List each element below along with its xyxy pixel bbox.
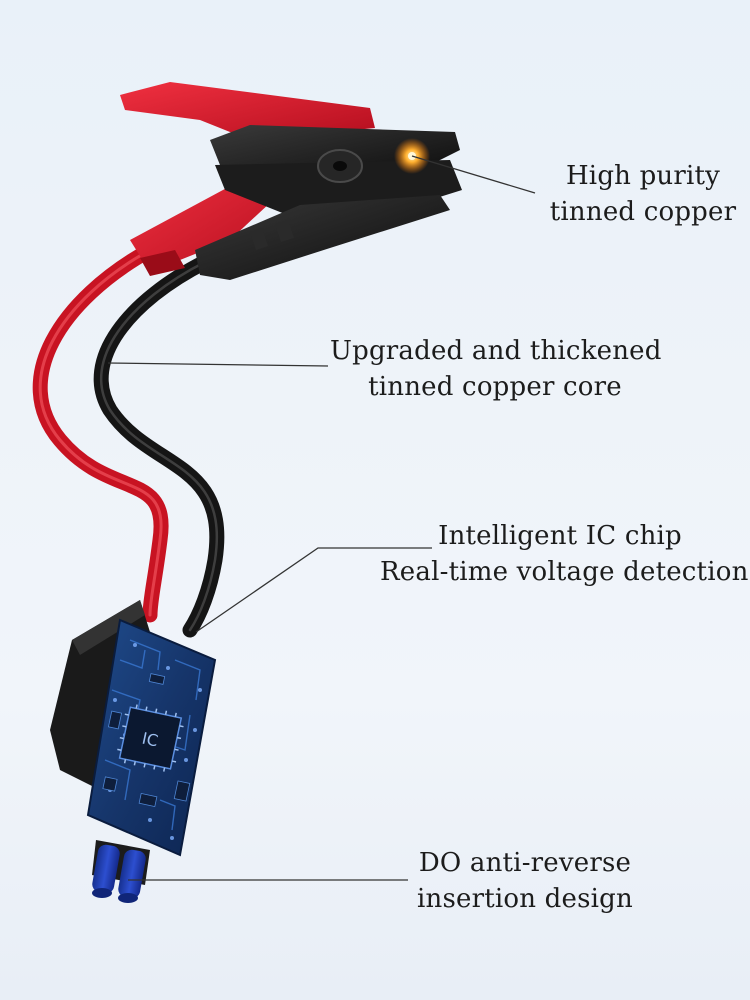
pcb-board: IC <box>86 618 217 857</box>
label-chip-line2: Real-time voltage detection <box>380 557 749 587</box>
leader-line-core <box>107 362 329 367</box>
label-connector-line2: insertion design <box>417 884 633 914</box>
label-connector-line1: DO anti-reverse <box>418 848 632 878</box>
label-ic-chip: Intelligent IC chip Real-time voltage de… <box>380 518 749 590</box>
ic-chip-marking: IC <box>140 729 159 751</box>
label-copper-line2: tinned copper <box>549 197 737 227</box>
label-copper-line1: High purity <box>565 161 721 191</box>
ec-connector <box>92 840 150 903</box>
label-copper-core: Upgraded and thickened tinned copper cor… <box>330 333 662 405</box>
label-core-line1: Upgraded and thickened <box>330 336 662 366</box>
leader-line-chip <box>195 547 432 633</box>
leader-line-copper <box>411 155 536 194</box>
label-core-line2: tinned copper core <box>368 372 622 402</box>
label-anti-reverse: DO anti-reverse insertion design <box>410 845 640 917</box>
ic-chip: IC <box>117 704 184 772</box>
label-chip-line1: Intelligent IC chip <box>438 521 682 551</box>
label-high-purity-copper: High purity tinned copper <box>548 158 738 230</box>
